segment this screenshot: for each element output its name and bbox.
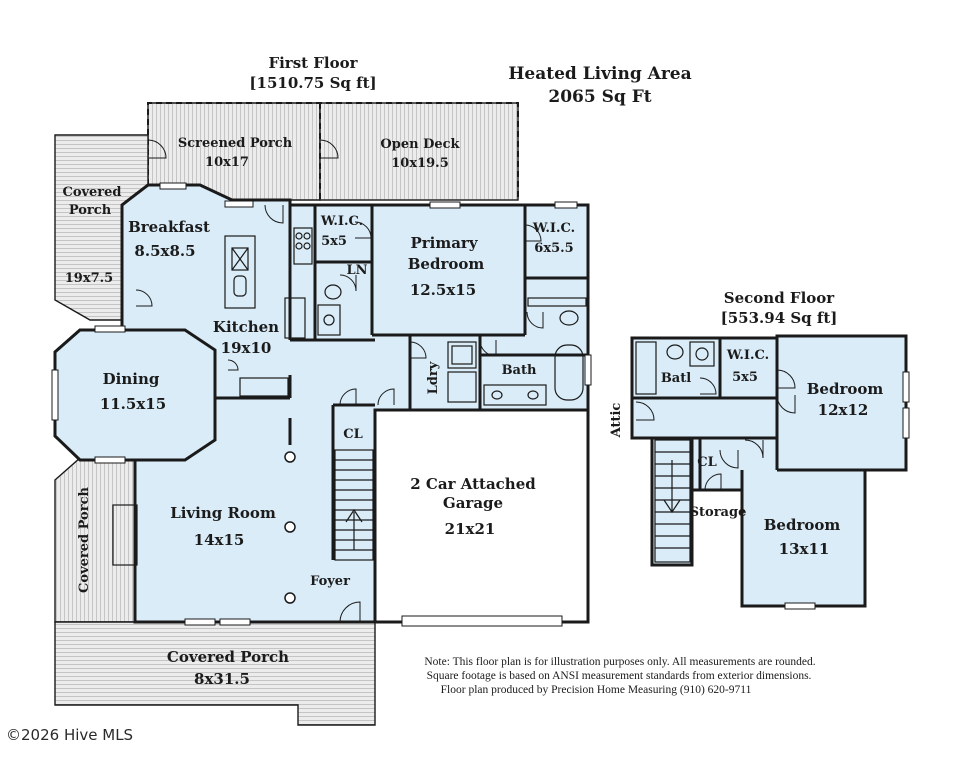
garage-name-1: 2 Car Attached <box>410 475 536 493</box>
primary-toilet <box>559 310 579 326</box>
open-deck-area <box>319 102 519 201</box>
covered-porch-front-size: 8x31.5 <box>194 670 250 688</box>
living-room-name: Living Room <box>170 504 276 522</box>
open-deck-name: Open Deck <box>380 137 460 152</box>
bath-vanity <box>483 384 547 406</box>
dryer <box>447 371 477 403</box>
closet-name: CL <box>343 427 363 442</box>
kitchen-size: 19x10 <box>221 339 272 357</box>
garage-size: 21x21 <box>445 520 496 538</box>
attic-name: Attic <box>609 403 624 439</box>
fireplace <box>112 504 138 566</box>
second-floor-area: [553.94 Sq ft] <box>721 309 838 327</box>
heated-area-title: Heated Living Area <box>508 64 691 84</box>
wic-2-name: W.I.C. <box>532 221 575 236</box>
upstairs-bath-name: Batl <box>661 371 691 386</box>
range <box>293 227 313 265</box>
second-floor-title: Second Floor <box>724 289 835 307</box>
screened-porch-name: Screened Porch <box>178 136 293 151</box>
kitchen-counter <box>239 377 289 397</box>
copyright-watermark: ©2026 Hive MLS <box>6 726 133 744</box>
washer <box>447 341 477 369</box>
first-floor-area: [1510.75 Sq ft] <box>249 74 376 92</box>
upstairs-closet-name: CL <box>697 455 717 470</box>
garage-door <box>401 615 563 627</box>
primary-bedroom-name-1: Primary <box>410 234 478 252</box>
second-floor-main-body <box>630 334 908 608</box>
bedroom-1-name: Bedroom <box>807 380 884 398</box>
upstairs-wic-size: 5x5 <box>732 370 758 385</box>
laundry-name: Ldry <box>426 361 441 394</box>
refrigerator <box>284 297 306 339</box>
kitchen-name: Kitchen <box>213 318 279 336</box>
bedroom-2-size: 13x11 <box>779 540 830 558</box>
primary-bedroom-name-2: Bedroom <box>408 255 485 273</box>
wic-1-size: 5x5 <box>321 234 347 249</box>
first-floor-interior-walls <box>215 205 588 560</box>
bath-name: Bath <box>502 363 537 378</box>
note-line-1: Note: This floor plan is for illustratio… <box>424 656 815 668</box>
dining-name: Dining <box>103 370 160 388</box>
open-deck-size: 10x19.5 <box>391 156 449 171</box>
covered-porch-side-name: Covered Porch <box>77 487 92 593</box>
primary-bedroom-size: 12.5x15 <box>410 281 476 299</box>
kitchen-island <box>224 235 256 309</box>
linen-name: LN <box>346 263 367 278</box>
foyer-name: Foyer <box>310 574 350 589</box>
screened-porch-size: 10x17 <box>205 155 249 170</box>
garage-area <box>373 408 590 624</box>
garage-name-2: Garage <box>443 494 503 512</box>
covered-porch-side-area <box>54 457 136 623</box>
note-line-2: Square footage is based on ANSI measurem… <box>427 670 812 682</box>
living-room-size: 14x15 <box>194 531 245 549</box>
first-floor-stairs <box>334 449 374 561</box>
upstairs-tub <box>635 341 657 395</box>
island-sink <box>233 275 247 297</box>
second-floor-plan <box>630 334 910 610</box>
half-bath-toilet <box>324 284 342 300</box>
second-floor-stairs <box>654 439 691 563</box>
first-floor-plan <box>51 102 592 726</box>
first-floor-title: First Floor <box>268 54 358 72</box>
bedroom-2-name: Bedroom <box>764 516 841 534</box>
half-bath-sink <box>317 304 341 336</box>
covered-porch-left-size: 19x7.5 <box>65 271 113 286</box>
upstairs-wic-name: W.I.C. <box>726 348 769 363</box>
upstairs-toilet <box>666 344 684 360</box>
breakfast-name: Breakfast <box>128 218 210 236</box>
covered-porch-left-name-1: Covered <box>62 185 121 200</box>
dining-size: 11.5x15 <box>100 395 166 413</box>
wic-2-size: 6x5.5 <box>534 241 573 256</box>
washer-lid <box>451 345 473 365</box>
covered-porch-front-name: Covered Porch <box>167 648 289 666</box>
bedroom-1-size: 12x12 <box>818 401 869 419</box>
labels: First Floor [1510.75 Sq ft] Heated Livin… <box>6 54 883 744</box>
breakfast-size: 8.5x8.5 <box>134 242 195 260</box>
bathtub <box>554 344 584 401</box>
upstairs-sink <box>689 341 715 367</box>
second-floor-interior-walls <box>632 336 906 490</box>
note-line-3: Floor plan produced by Precision Home Me… <box>441 684 752 696</box>
wic-1-name: W.I.C. <box>320 214 363 229</box>
storage-name: Storage <box>690 505 747 520</box>
heated-area-value: 2065 Sq Ft <box>548 87 651 107</box>
covered-porch-left-name-2: Porch <box>69 203 112 218</box>
island-cooktop <box>231 247 249 271</box>
